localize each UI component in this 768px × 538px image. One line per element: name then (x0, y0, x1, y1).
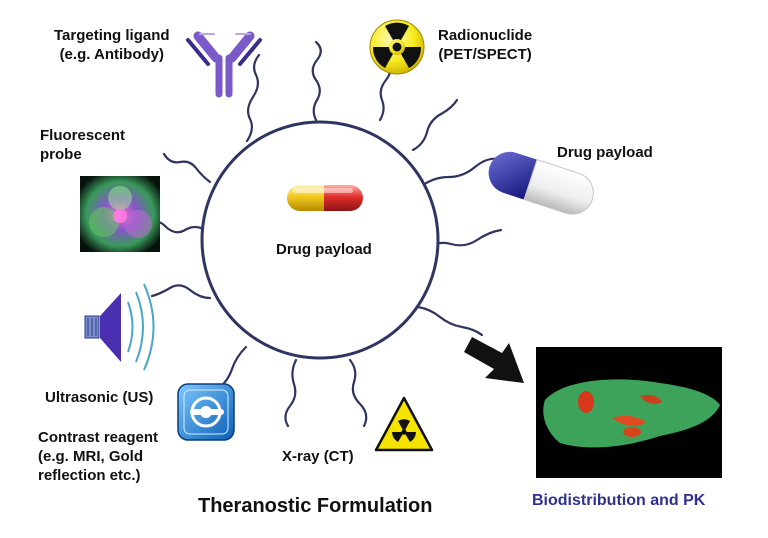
targeting-ligand-line2: (e.g. Antibody) (59, 46, 164, 63)
ultrasound-speaker-icon (84, 283, 155, 371)
targeting-ligand-line1: Targeting ligand (54, 27, 170, 44)
contrast-reagent-label: Contrast reagent (e.g. MRI, Gold reflect… (38, 428, 158, 485)
xray-warning-icon (374, 396, 434, 452)
nanoparticle-circle (200, 120, 440, 360)
radionuclide-line2: (PET/SPECT) (438, 46, 532, 63)
fluorescent-probe-line2: probe (40, 146, 82, 163)
contrast-reagent-line2: (e.g. MRI, Gold (38, 448, 143, 465)
antibody-icon (186, 31, 262, 98)
contrast-reagent-line1: Contrast reagent (38, 429, 159, 446)
theranostic-title: Theranostic Formulation (198, 495, 433, 517)
biodistribution-image (536, 347, 722, 478)
arrow-icon (464, 337, 524, 383)
biodistribution-label: Biodistribution and PK (532, 492, 706, 509)
radionuclide-line1: Radionuclide (438, 27, 533, 44)
contrast-reagent-line3: reflection etc.) (38, 467, 141, 484)
targeting-ligand-label: Targeting ligand (e.g. Antibody) (54, 26, 170, 64)
radiation-symbol-icon (369, 19, 425, 75)
drug-payload-right-label: Drug payload (557, 144, 653, 161)
fluorescent-probe-image (80, 176, 160, 252)
xray-label: X-ray (CT) (282, 448, 354, 465)
drug-capsule-icon (488, 151, 594, 215)
ultrasonic-label: Ultrasonic (US) (45, 389, 154, 406)
contrast-agent-icon (177, 383, 235, 441)
radionuclide-label: Radionuclide (PET/SPECT) (438, 26, 532, 64)
drug-payload-center-label: Drug payload (276, 241, 372, 258)
pill-capsule-icon (287, 185, 363, 211)
fluorescent-probe-line1: Fluorescent (40, 127, 126, 144)
fluorescent-probe-label: Fluorescent probe (40, 126, 125, 164)
